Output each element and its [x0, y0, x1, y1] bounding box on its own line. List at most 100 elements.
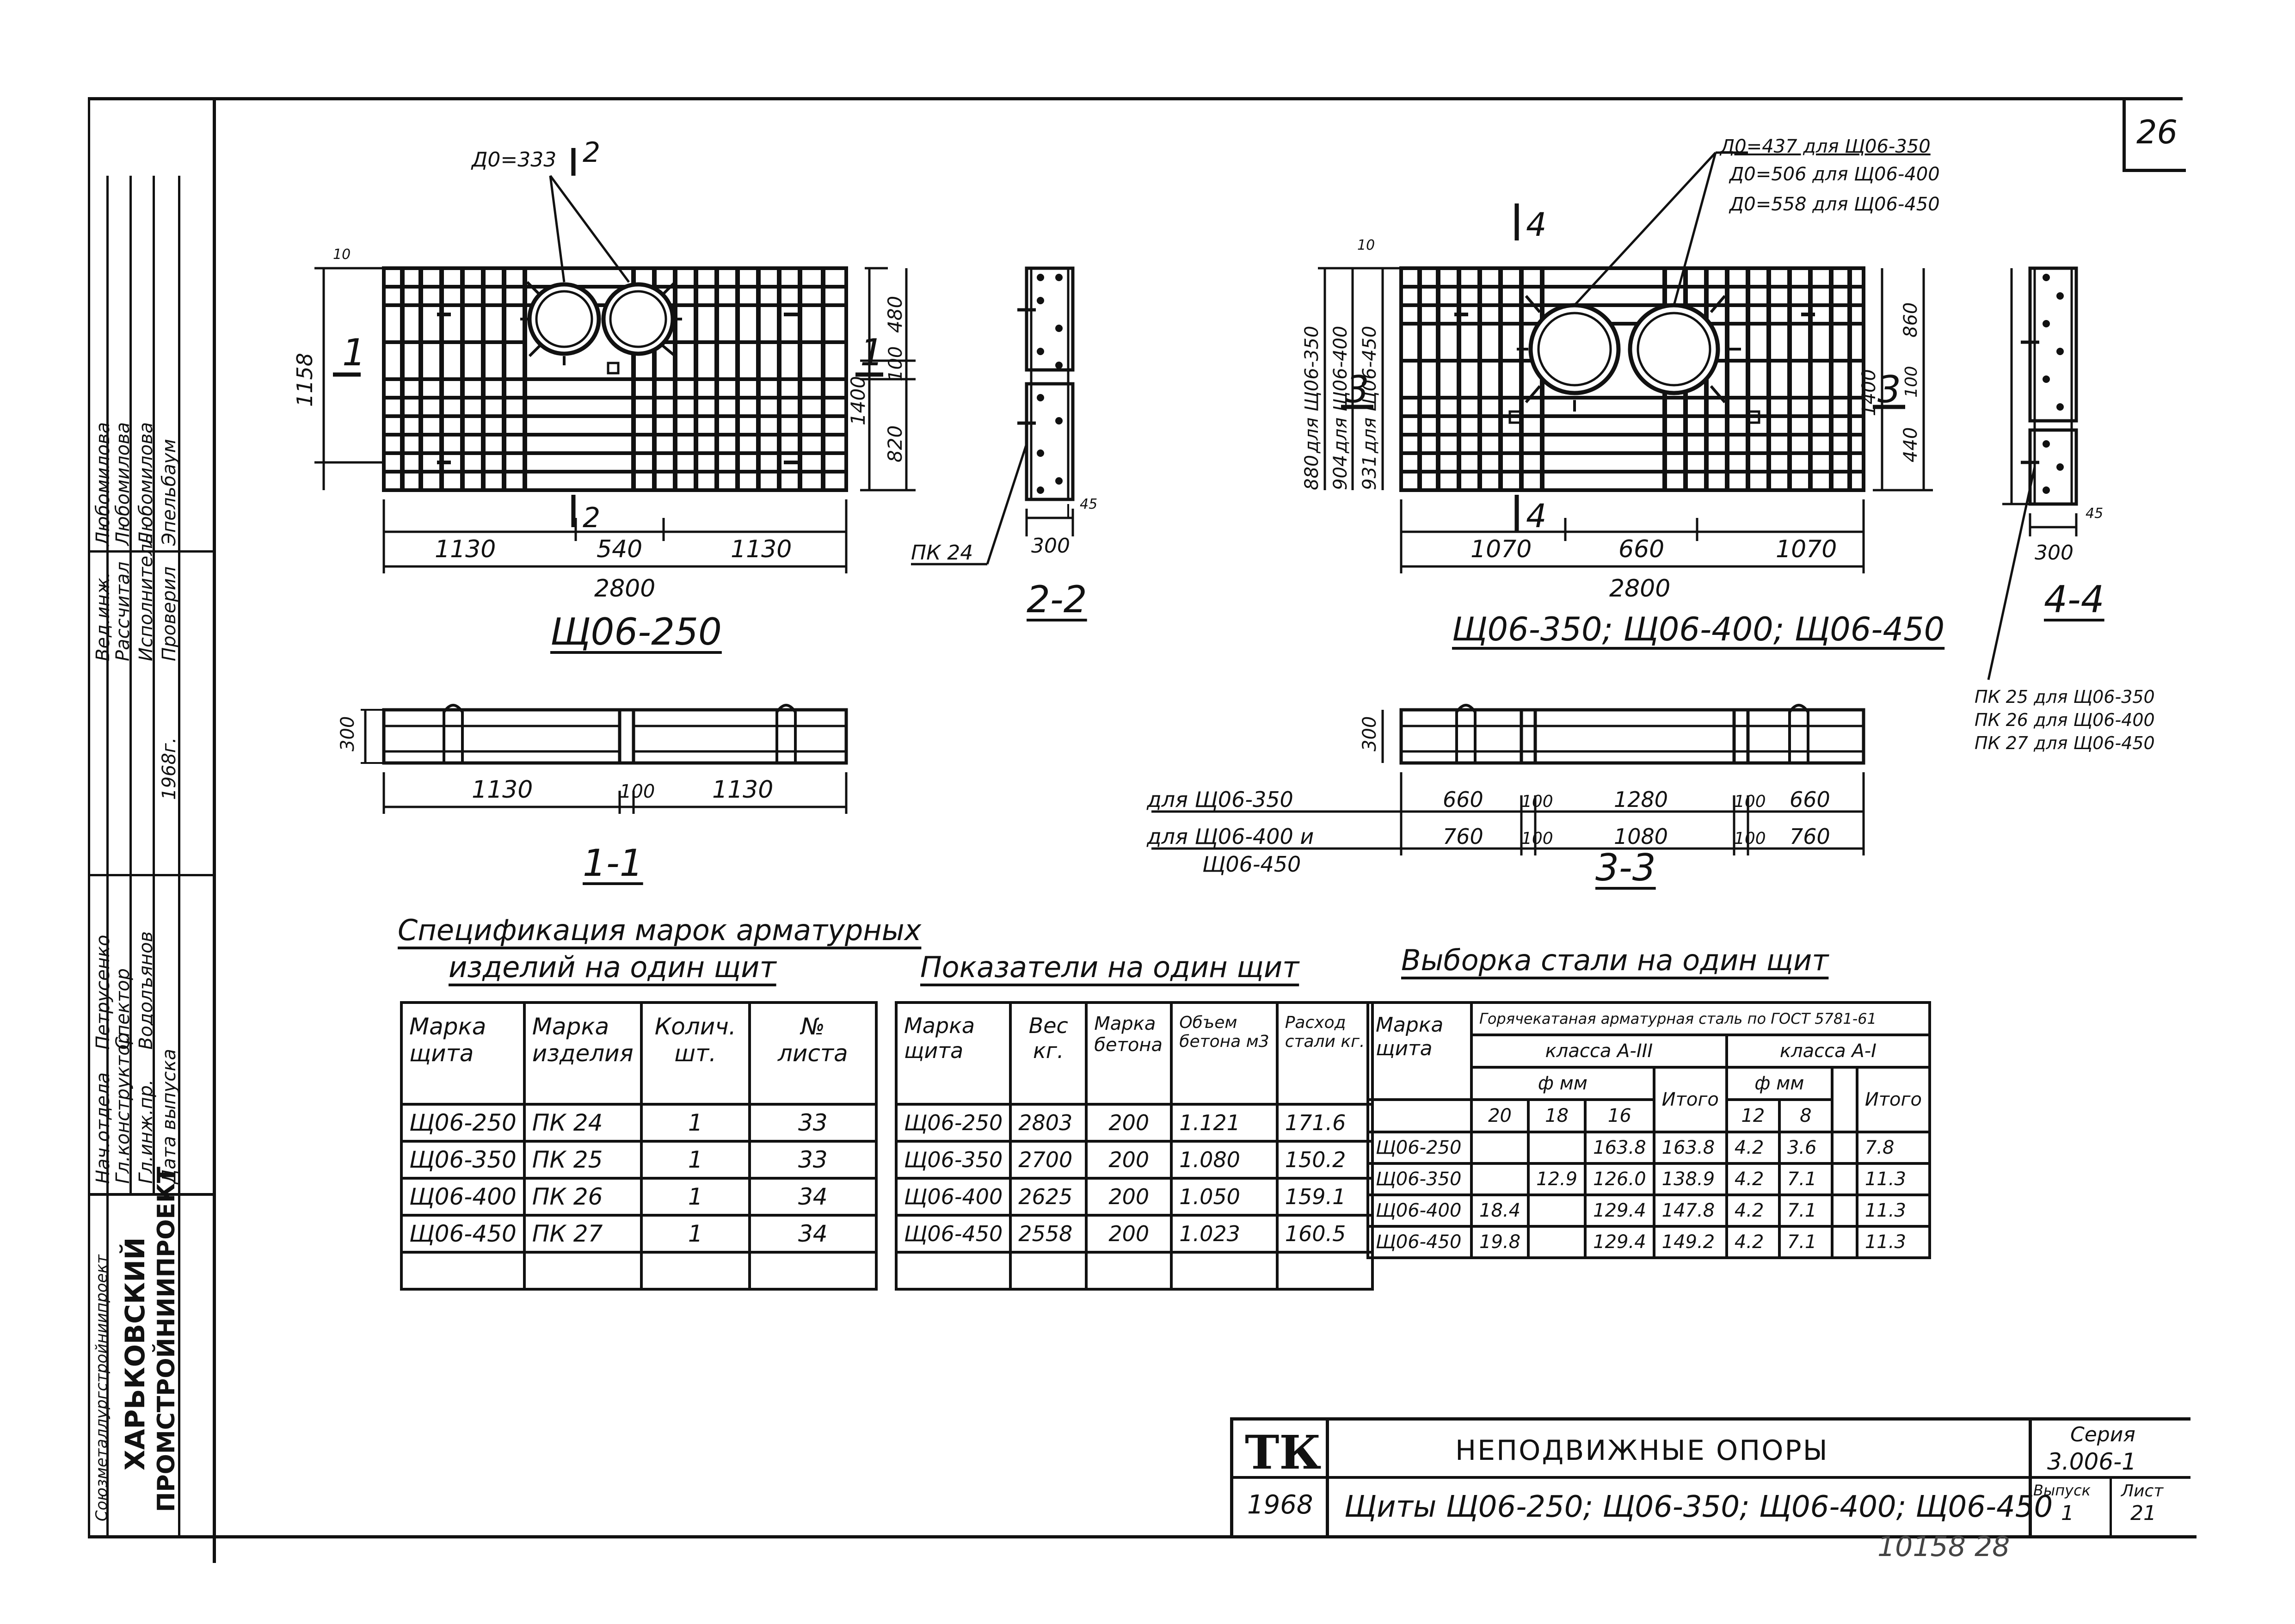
section-4-4: 300 45 ПК 25 для Щ06-350 ПК 26 для Щ06-4… [1975, 266, 2155, 753]
sec44-pk-1: ПК 25 для Щ06-350 [1975, 687, 2155, 707]
spec-h1a: Марка [409, 1013, 486, 1040]
spec-h3b: шт. [674, 1040, 717, 1067]
r-vl-3: для Щ06-450 [1359, 326, 1380, 454]
steel-title: Выборка стали на один щит [1401, 943, 1829, 977]
section-1-1: 1130 100 1130 300 [337, 704, 848, 814]
stamp-role-1: Нач.отдела [92, 1072, 114, 1184]
stamp-name-5: Любомилова [92, 422, 114, 546]
sec-mark-right: 1 [860, 331, 884, 374]
sec33-r2-d1: 760 [1443, 824, 1483, 849]
r-sec-mark-left: 3 [1346, 368, 1369, 411]
sec-mark-top: 2 [583, 136, 600, 169]
r-dim-1070-b: 1070 [1776, 535, 1837, 563]
stamp-outer-left [88, 97, 90, 1536]
stamp-name-6: Любомилова [112, 422, 134, 546]
frame-top [88, 97, 2183, 100]
r-vl-2: для Щ06-400 [1330, 326, 1351, 454]
dim-1400: 1400 [847, 376, 869, 425]
dim-2800: 2800 [594, 575, 655, 603]
sec33-r1-d1: 660 [1443, 787, 1483, 812]
sec22-45: 45 [1080, 496, 1097, 512]
stamp-name-1: Петрусенко [92, 935, 114, 1050]
bottom-number: 10158 28 [1877, 1531, 2010, 1563]
dim-540: 540 [597, 535, 642, 563]
sec22-width: 300 [1031, 534, 1070, 558]
r-dv-440: 440 [1900, 427, 1921, 462]
ind-title: Показатели на один щит [920, 950, 1299, 984]
r-d0-3: Д0=558 для Щ06-450 [1729, 194, 1940, 215]
spec-h2b: изделия [532, 1040, 634, 1067]
sec33-r2-d4: 100 [1734, 829, 1766, 848]
steel-group-header: Горячекатаная арматурная сталь по ГОСТ 5… [1470, 1001, 1932, 1036]
sec11-height: 300 [337, 716, 358, 751]
r-dv-1400: 1400 [1858, 369, 1880, 416]
title-block: ТК 1968 НЕПОДВИЖНЫЕ ОПОРЫ Щиты Щ06-250; … [1230, 1417, 2190, 1538]
section-2-2: 300 45 ПК 24 [911, 266, 1097, 566]
spec-h3a: Колич. [654, 1013, 736, 1040]
r-d0-2: Д0=506 для Щ06-400 [1729, 164, 1940, 185]
sec33-r2-d3: 1080 [1614, 824, 1668, 849]
title-shch06-250: Щ06-250 [550, 610, 722, 653]
sec33-r1-d2: 100 [1521, 792, 1553, 811]
r-dim-660: 660 [1618, 535, 1664, 563]
sec11-dim-1: 1130 [472, 776, 533, 804]
title-section-3-3: 3-3 [1595, 846, 1656, 889]
sec-mark-left: 1 [342, 331, 366, 374]
section-3-3: для Щ06-350 660 100 1280 100 660 для Щ06… [1146, 704, 1865, 877]
frame-bottom [88, 1535, 2197, 1538]
stamp-org-1: Союзметаллургстройниипроект [92, 1255, 111, 1521]
stamp-role-6: Рассчитал [112, 561, 134, 661]
stamp-date: 1968г. [159, 737, 180, 800]
title-section-2-2: 2-2 [1027, 578, 1087, 621]
series-value: 3.006-1 [2047, 1448, 2136, 1475]
stamp-name-7: Любомилова [135, 422, 157, 546]
sec33-r1-d5: 660 [1790, 787, 1830, 812]
stamp-role-8: Проверил [159, 566, 180, 661]
dim-1130-a: 1130 [435, 535, 496, 563]
sec33-row2-label-2: Щ06-450 [1202, 852, 1301, 877]
sec44-pk-2: ПК 26 для Щ06-400 [1975, 710, 2155, 730]
plan-shch06-350-450: 1070 660 1070 2800 4 4 3 3 10 Д0=437 для… [1301, 136, 1940, 603]
dim-100: 100 [885, 346, 906, 381]
stamp-role-7: Исполнитель [135, 533, 157, 661]
sec33-r2-d5: 760 [1790, 824, 1830, 849]
spec-h1b: щита [409, 1040, 474, 1067]
stamp-role-2: Гл.конструктор [112, 1032, 134, 1184]
r-dv-904: 904 [1330, 455, 1351, 490]
spec-h4a: № [800, 1013, 825, 1040]
sec11-dim-2: 100 [620, 781, 655, 802]
frame-left [213, 97, 216, 1563]
dim-480: 480 [884, 296, 906, 333]
sec33-height: 300 [1359, 716, 1380, 751]
dim-10-left: 10 [333, 246, 351, 263]
page-number: 26 [2136, 113, 2178, 151]
issue-value: 1 [2061, 1501, 2074, 1525]
r-sec-mark-top: 4 [1526, 206, 1547, 244]
title-shch06-350-450: Щ06-350; Щ06-400; Щ06-450 [1452, 610, 1945, 648]
sec33-r1-d3: 1280 [1614, 787, 1668, 812]
r-dv-931: 931 [1359, 455, 1380, 490]
title-main: НЕПОДВИЖНЫЕ ОПОРЫ [1455, 1434, 1829, 1467]
dim-820: 820 [884, 425, 906, 462]
sec44-pk-3: ПК 27 для Щ06-450 [1975, 733, 2155, 753]
stamp-org-3: ПРОМСТРОЙНИИПРОЕКТ [153, 1167, 180, 1512]
sec44-width: 300 [2035, 541, 2073, 565]
dim-1158: 1158 [292, 353, 317, 407]
title-sub: Щиты Щ06-250; Щ06-350; Щ06-400; Щ06-450 [1344, 1490, 2053, 1524]
r-dv-860: 860 [1900, 302, 1921, 338]
dim-1130-b: 1130 [731, 535, 792, 563]
page-number-box [2123, 99, 2186, 172]
